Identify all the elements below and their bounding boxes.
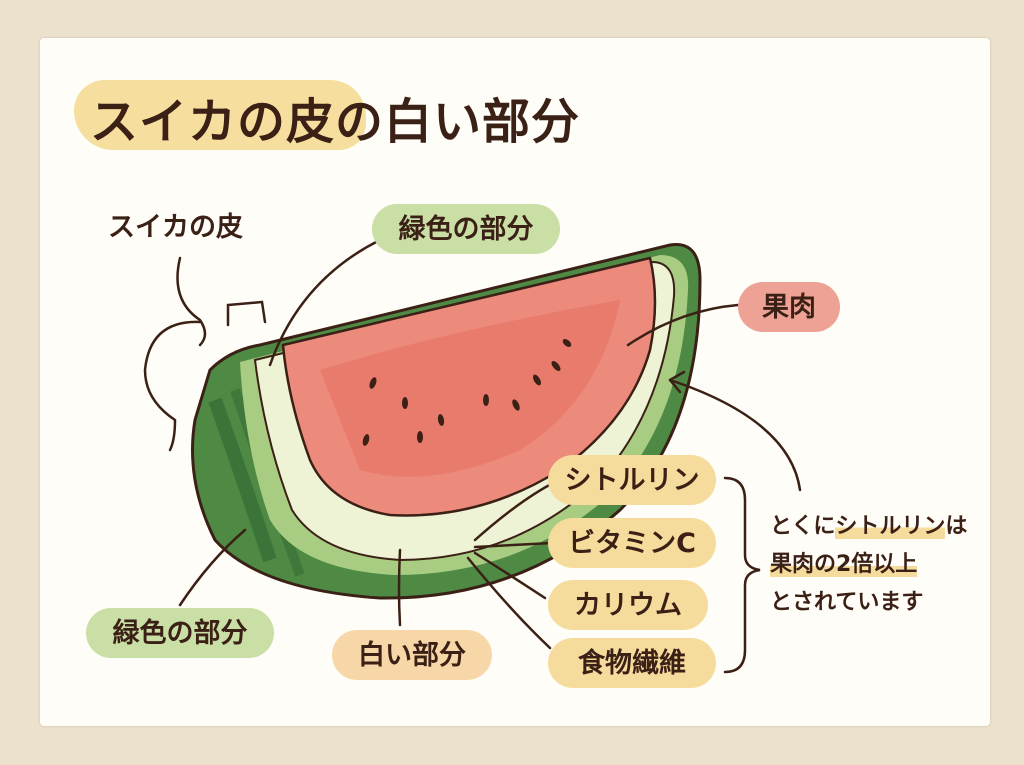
nutrient-vitamin-c: ビタミンC (548, 518, 716, 568)
label-green-part-bottom: 緑色の部分 (86, 608, 274, 658)
title-highlight (74, 80, 366, 150)
nutrient-potassium: カリウム (548, 580, 708, 630)
note-text: とされています (770, 590, 924, 615)
nutrient-citrulline: シトルリン (548, 455, 716, 505)
label-rind: スイカの皮 (108, 212, 243, 243)
nutrient-dietary-fiber: 食物繊維 (548, 638, 716, 688)
note-text: とくに (770, 514, 836, 539)
label-white-part: 白い部分 (332, 630, 492, 680)
citrulline-note: とくにシトルリンは 果肉の2倍以上 とされています (770, 508, 967, 622)
title-text: スイカの皮の白い部分 (90, 82, 580, 152)
label-flesh: 果肉 (738, 282, 840, 332)
title-highlighted-part: スイカの皮 (90, 94, 336, 150)
title-rest: の白い部分 (335, 94, 581, 150)
label-green-part-top: 緑色の部分 (372, 204, 560, 254)
note-highlight: 果肉の2倍以上 (770, 552, 918, 577)
note-text: は (945, 514, 968, 539)
note-highlight: シトルリン (835, 514, 946, 539)
